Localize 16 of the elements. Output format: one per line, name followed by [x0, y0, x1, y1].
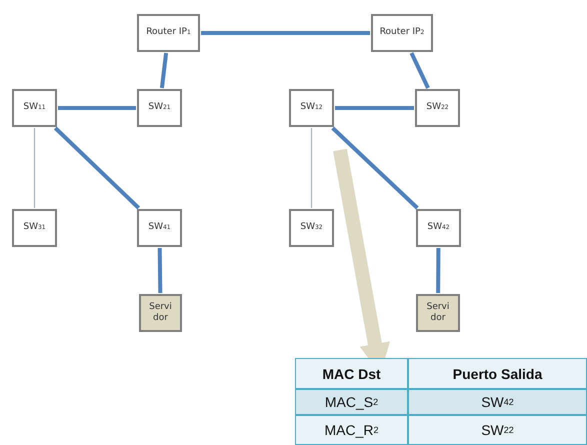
link-line [310, 128, 312, 208]
server-box: Servidor [139, 294, 182, 332]
link-line [410, 52, 430, 89]
link-line [436, 248, 440, 293]
link-line [58, 106, 136, 110]
link-line [331, 126, 419, 210]
table-header-cell: MAC Dst [295, 358, 408, 389]
link-line [160, 52, 168, 88]
link-line [34, 128, 36, 208]
link-line [158, 248, 162, 294]
table-header-cell: Puerto Salida [408, 358, 587, 389]
link-line [201, 31, 370, 35]
forwarding-table [295, 358, 587, 445]
server-box: Servidor [416, 294, 460, 332]
link-line [335, 106, 414, 110]
link-line [54, 126, 140, 210]
